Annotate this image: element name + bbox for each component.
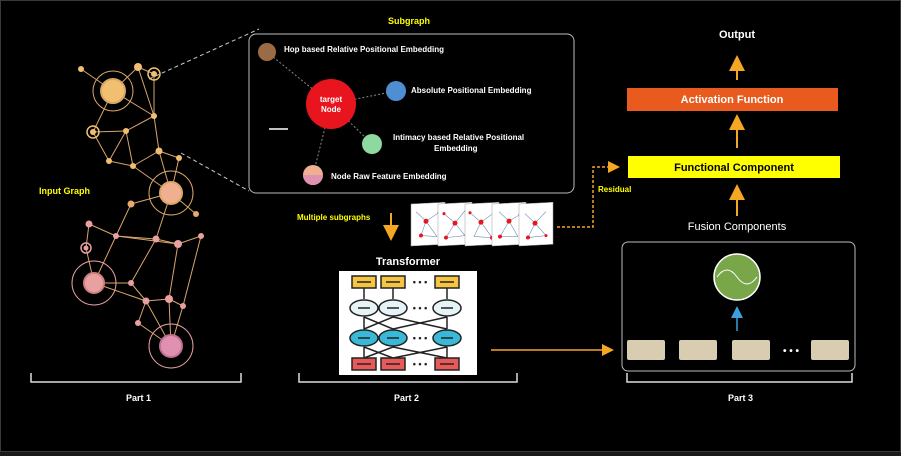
fusion-item-4 [811,340,849,360]
transformer-dots-mid1: • • • [413,303,427,313]
subgraph-box [248,33,575,194]
subgraph-title: Subgraph [388,16,430,26]
input-graph-nodes [71,63,204,369]
zoom-line-bottom [180,152,250,192]
fusion-item-1 [627,340,665,360]
fusion-dots: • • • [783,346,800,357]
absolute-embedding-node [386,81,406,101]
intimacy-embedding-node [362,134,382,154]
hop-embedding-node [258,43,276,61]
hop-embedding-label: Hop based Relative Positional Embedding [284,45,444,54]
intimacy-embedding-label-line1: Intimacy based Relative Positional [393,133,524,142]
part1-bracket [30,373,242,383]
fusion-item-2 [679,340,717,360]
target-node-label-line1: target [320,95,343,104]
part3-bracket [626,373,853,383]
transformer-label: Transformer [376,256,441,268]
activation-function-box [627,88,838,111]
subgraph-stack [410,201,554,247]
fusion-components-label: Fusion Components [688,221,787,233]
multiple-subgraphs-label: Multiple subgraphs [297,213,371,222]
output-label: Output [719,29,755,41]
part1-label: Part 1 [126,393,151,403]
transformer-dots-mid2: • • • [413,333,427,343]
residual-label: Residual [598,185,631,194]
transformer-dots-bottom: • • • [413,359,427,369]
residual-connector [557,161,620,228]
functional-component-box [628,156,840,178]
fusion-item-3 [732,340,770,360]
part2-label: Part 2 [394,393,419,403]
activation-function-label: Activation Function [681,94,784,106]
target-node [306,79,356,129]
zoom-line-top [148,28,260,80]
transformer-dots-top: • • • [413,277,427,287]
part3-label: Part 3 [728,393,753,403]
fusion-components-box [621,241,856,372]
part2-bracket [298,373,518,383]
functional-component-label: Functional Component [674,162,794,174]
input-graph-label: Input Graph [39,186,90,196]
target-node-label-line2: Node [321,105,342,114]
transformer-network: • • • • • • • • • • • • [349,275,462,371]
absolute-embedding-label: Absolute Positional Embedding [411,86,532,95]
raw-feature-label: Node Raw Feature Embedding [331,172,447,181]
intimacy-embedding-label-line2: Embedding [434,144,478,153]
